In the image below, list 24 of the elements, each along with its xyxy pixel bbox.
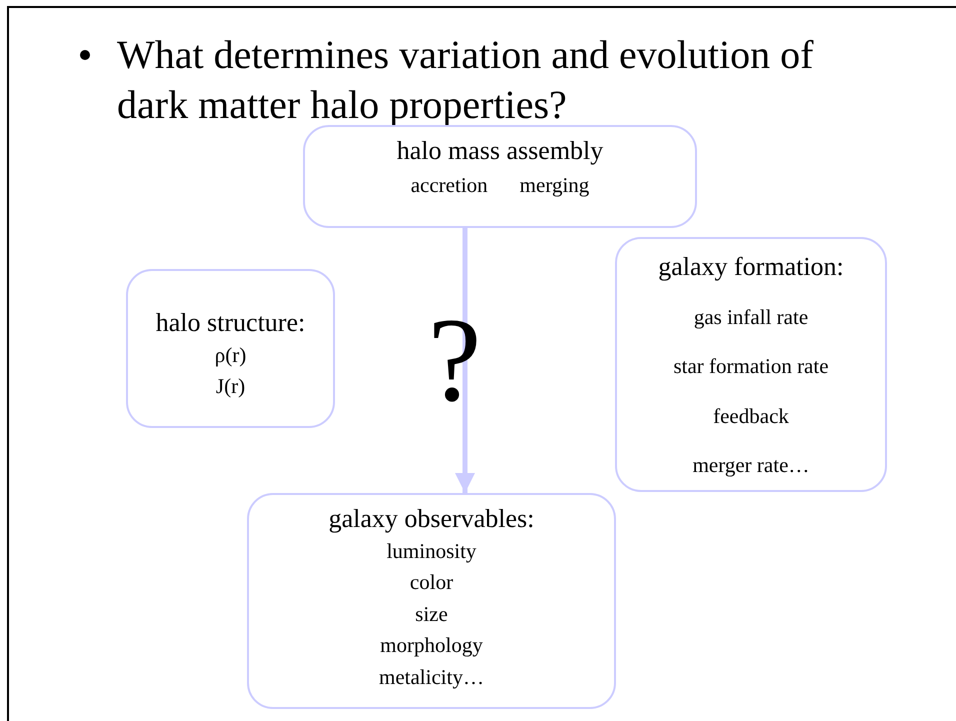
node-heading: galaxy observables: [328, 503, 534, 535]
node-item: feedback [713, 402, 789, 430]
edge-label: ? [428, 300, 482, 420]
node-item: gas infall rate [694, 304, 808, 330]
rounded-box [615, 237, 887, 492]
node-item: metalicity… [379, 664, 484, 690]
node-item: star formation rate [673, 353, 829, 380]
rounded-box [247, 493, 616, 709]
node-item: merging [520, 172, 590, 198]
rounded-box [303, 125, 697, 228]
arrow [455, 228, 475, 493]
node-item: J(r) [216, 373, 246, 400]
node-heading: halo mass assembly [396, 135, 604, 167]
rounded-box [126, 269, 335, 428]
node-item: morphology [380, 632, 483, 659]
node-item: size [415, 600, 448, 628]
node-item: luminosity [386, 538, 476, 564]
node-heading: halo structure: [156, 307, 306, 339]
node-item: ρ(r) [214, 342, 246, 368]
node-item: merger rate… [692, 452, 810, 479]
node-heading: galaxy formation: [658, 251, 844, 283]
node-item: color [410, 569, 454, 596]
slide-title: What determines variation and evolution of dark matter halo properties? [117, 31, 814, 129]
node-item: accretion [410, 172, 488, 198]
